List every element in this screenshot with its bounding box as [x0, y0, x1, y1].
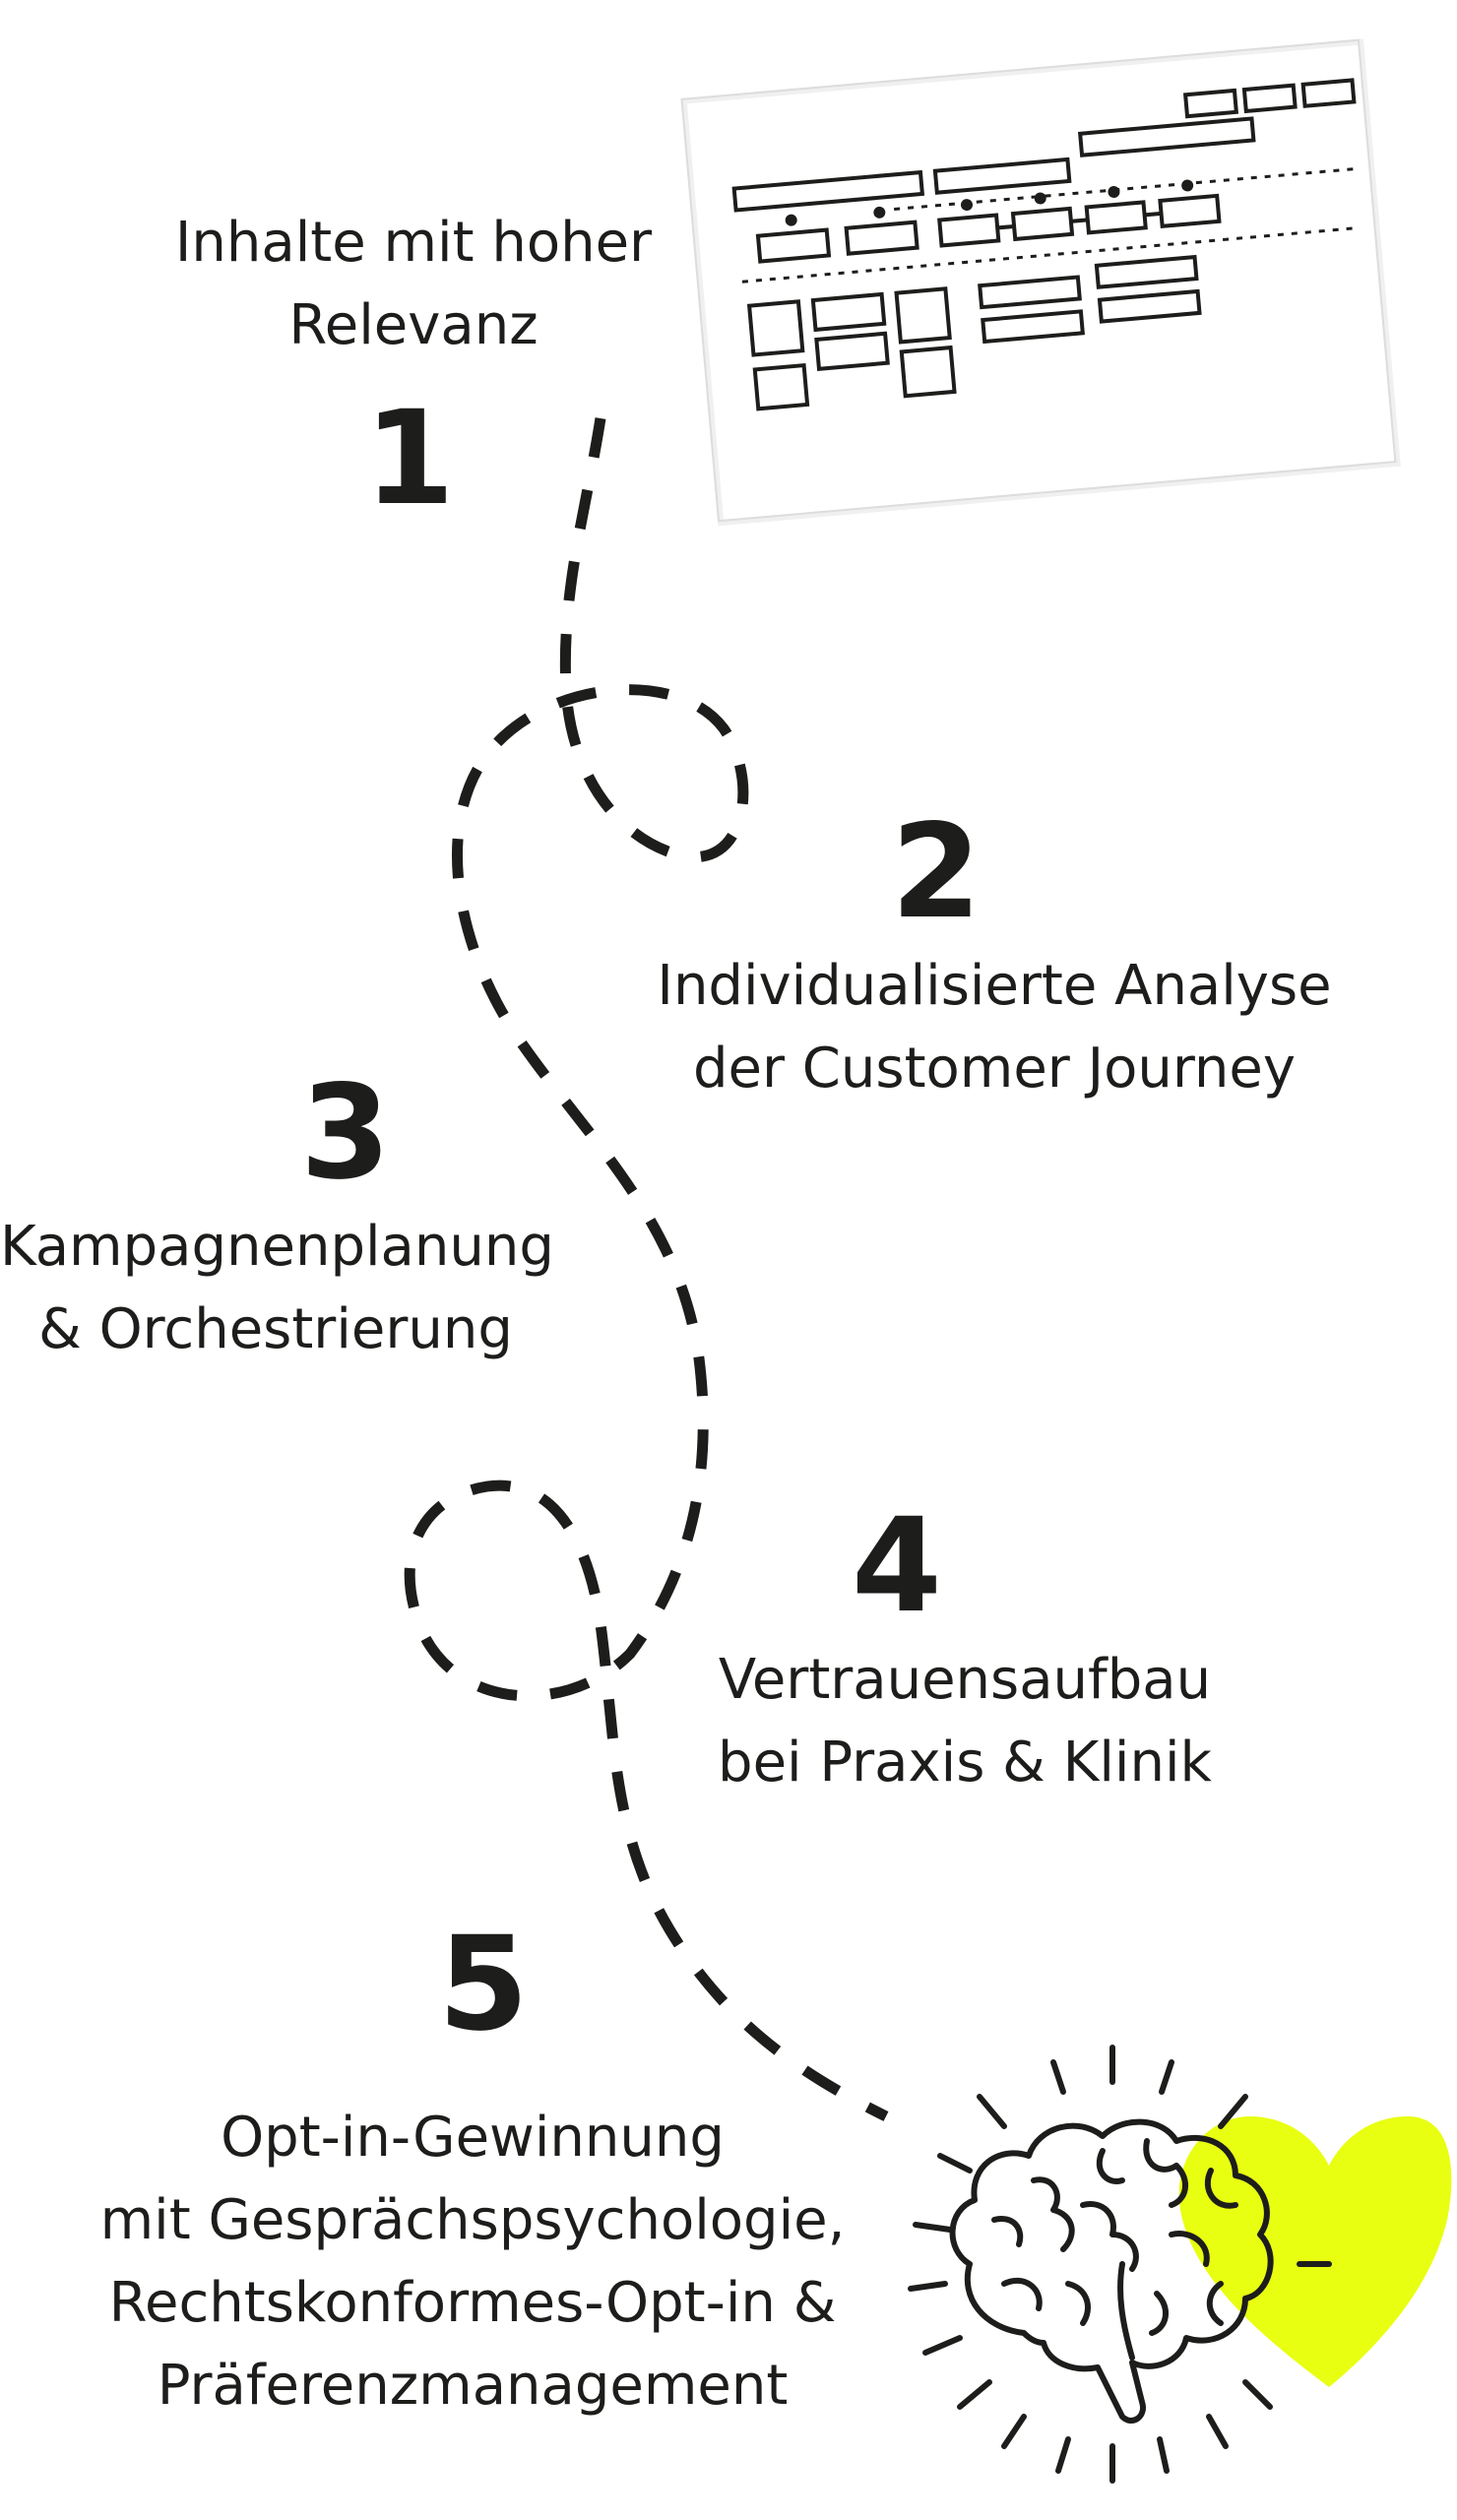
- step-1-label: Inhalte mit hoher Relevanz: [138, 202, 689, 367]
- step-4-label-line-2: bei Praxis & Klinik: [718, 1731, 1212, 1795]
- step-5-label-line-1: Opt-in-Gewinnung: [221, 2106, 725, 2170]
- step-5-label-line-4: Präferenzmanagement: [157, 2354, 789, 2418]
- brain-icon: [949, 2118, 1274, 2424]
- step-5-label-line-2: mit Gesprächspsychologie,: [99, 2188, 846, 2252]
- step-2-label-line-1: Individualisierte Analyse: [657, 954, 1332, 1018]
- step-3-label: Kampagnenplanung & Orchestrierung: [0, 1206, 554, 1371]
- wireframe-sheet-icon: [680, 38, 1401, 527]
- journey-dashed-path: [404, 417, 889, 2121]
- heart-icon: [1178, 2116, 1452, 2387]
- step-2-label-line-2: der Customer Journey: [692, 1037, 1297, 1101]
- step-2-number: 2: [891, 796, 982, 948]
- step-3-label-line-2: & Orchestrierung: [38, 1297, 513, 1361]
- step-3-label-line-1: Kampagnenplanung: [0, 1215, 554, 1279]
- step-5-label: Opt-in-Gewinnung mit Gesprächspsychologi…: [39, 2097, 906, 2427]
- step-3-number: 3: [300, 1057, 391, 1209]
- step-4-label: Vertrauensaufbau bei Praxis & Klinik: [689, 1639, 1240, 1804]
- step-1-label-line-1: Inhalte mit hoher: [174, 211, 653, 275]
- step-4-label-line-1: Vertrauensaufbau: [718, 1648, 1212, 1712]
- step-5-label-line-3: Rechtskonformes-Opt-in &: [108, 2271, 837, 2335]
- step-2-label: Individualisierte Analyse der Customer J…: [610, 945, 1378, 1110]
- step-1-number: 1: [364, 383, 455, 535]
- step-1-label-line-2: Relevanz: [288, 293, 538, 357]
- step-4-number: 4: [852, 1490, 942, 1642]
- step-5-number: 5: [438, 1909, 529, 2060]
- rays-icon: [908, 2045, 1332, 2484]
